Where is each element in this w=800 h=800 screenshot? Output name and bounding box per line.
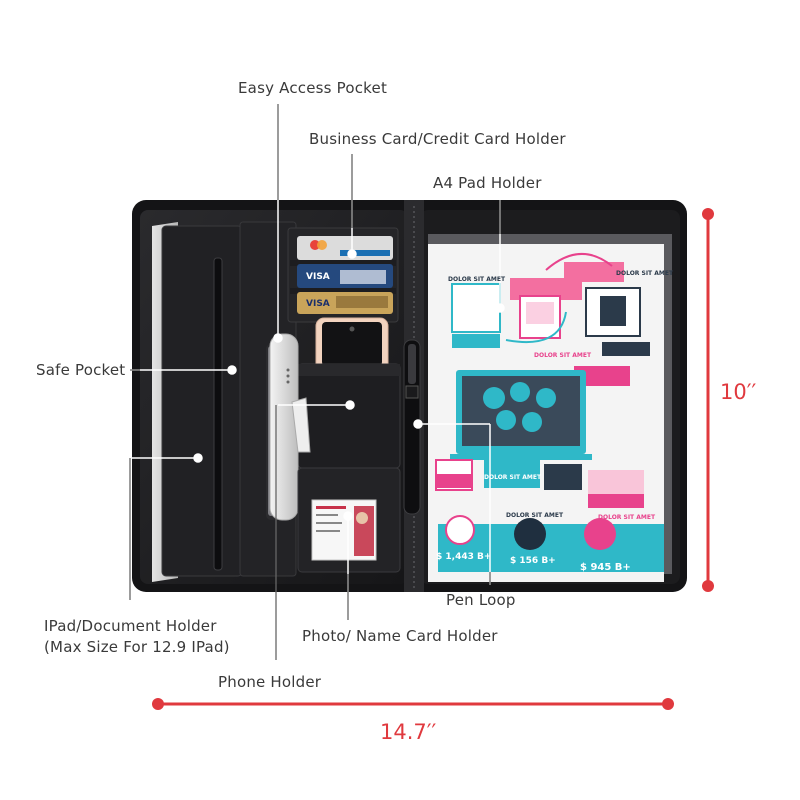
pen-in-loop [403, 339, 421, 515]
label-phone-holder: Phone Holder [218, 673, 322, 691]
phone-pocket [297, 363, 401, 469]
label-business-card-holder: Business Card/Credit Card Holder [309, 130, 566, 148]
label-ipad-holder-size: (Max Size For 12.9 IPad) [44, 638, 230, 656]
pad-price-1: $ 1,443 B+ [436, 552, 492, 562]
height-dimension-line [702, 208, 714, 592]
smartphone [315, 317, 389, 377]
credit-card-2: VISA [297, 264, 393, 288]
label-photo-name-card-holder: Photo/ Name Card Holder [302, 627, 498, 645]
visa-text: VISA [306, 299, 330, 309]
white-pen-case [269, 333, 299, 521]
width-dimension-line [152, 698, 674, 710]
credit-card-3: VISA [297, 292, 393, 314]
pad-text-4: DOLOR SIT AMET [484, 474, 542, 481]
pad-text-3: DOLOR SIT AMET [534, 352, 592, 359]
credit-card-1 [297, 236, 393, 260]
height-dimension-label: 10′′ [720, 380, 757, 404]
safe-pocket-zipper [213, 257, 223, 571]
pad-price-2: $ 156 B+ [510, 556, 556, 566]
visa-text: VISA [306, 272, 330, 282]
label-ipad-holder: IPad/Document Holder [44, 617, 217, 635]
pad-price-3: $ 945 B+ [580, 562, 631, 573]
label-a4-pad-holder: A4 Pad Holder [433, 174, 542, 192]
pad-text-6: DOLOR SIT AMET [598, 514, 656, 521]
label-pen-loop: Pen Loop [446, 591, 516, 609]
a4-pad [428, 234, 672, 582]
pad-text-5: DOLOR SIT AMET [506, 512, 564, 519]
safe-pocket [161, 225, 243, 577]
photo-name-card [311, 499, 377, 561]
pad-text-2: DOLOR SIT AMET [616, 270, 674, 277]
label-safe-pocket: Safe Pocket [36, 361, 126, 379]
width-dimension-label: 14.7′′ [380, 720, 437, 744]
label-easy-access-pocket: Easy Access Pocket [238, 79, 388, 97]
pad-text-1: DOLOR SIT AMET [448, 276, 506, 283]
